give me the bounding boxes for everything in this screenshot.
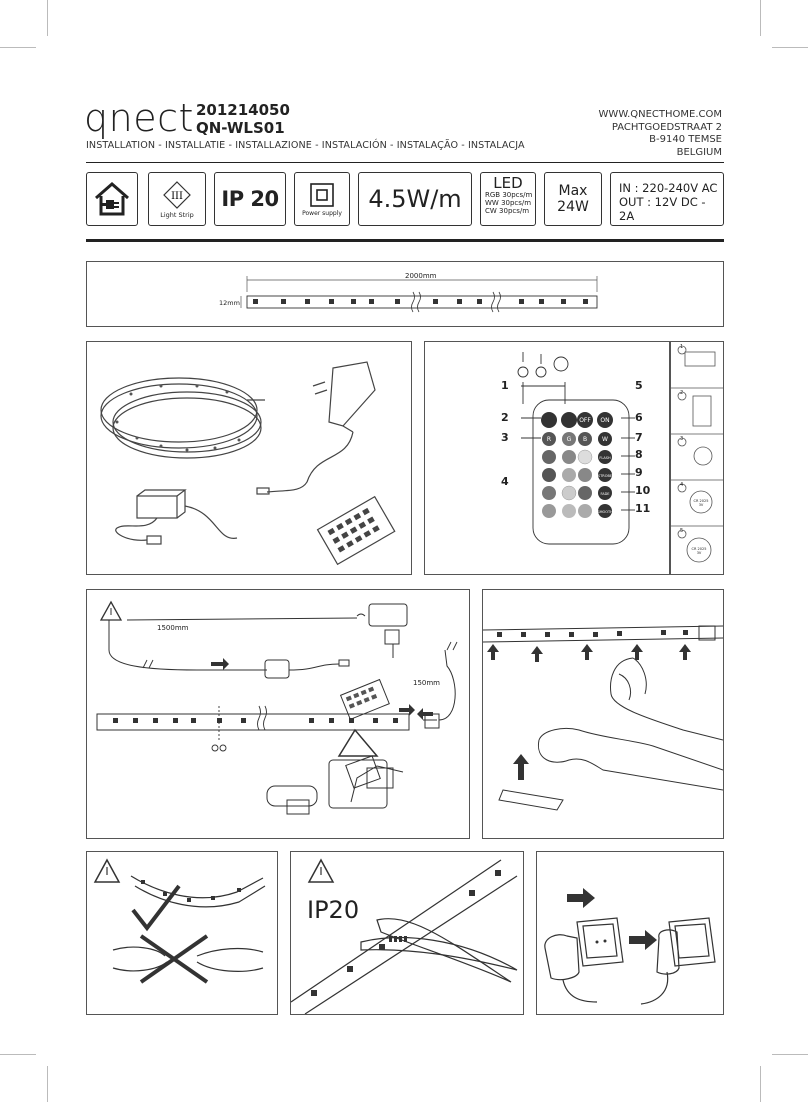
crop-mark: [760, 1066, 761, 1102]
battery-steps-drawing: [671, 345, 723, 563]
callout-number: 7: [635, 431, 643, 444]
header-divider: [86, 162, 724, 163]
strip-length: 2000mm: [405, 272, 437, 280]
remote-drawing: OFF ON R G B W FLASH STROBE FADE SMOOTH: [517, 352, 635, 545]
ip20-label: IP20: [307, 896, 360, 924]
callout-number: 10: [635, 484, 651, 497]
crop-mark: [772, 1054, 808, 1055]
output-voltage: OUT : 12V DC - 2A: [619, 195, 706, 223]
led-line: CW 30pcs/m: [485, 207, 530, 215]
crop-mark: [760, 0, 761, 36]
ip-rating: IP 20: [221, 187, 279, 211]
remote-button-smooth: SMOOTH: [597, 510, 613, 514]
remote-button-flash: FLASH: [599, 456, 611, 460]
callout-number: 8: [635, 448, 643, 461]
step-number: 3: [680, 436, 684, 442]
class-symbol: III: [171, 191, 183, 202]
languages-line: INSTALLATION - INSTALLATIE - INSTALLAZIO…: [86, 140, 525, 151]
class-iii-icon: III: [163, 180, 191, 209]
address-line: B-9140 TEMSE: [649, 134, 722, 146]
brand-logo: qnect: [84, 96, 194, 140]
callout-number: 4: [501, 475, 509, 488]
remote-button-w: W: [602, 436, 608, 443]
battery-label: CR 2025 3V: [693, 499, 709, 507]
led-strip-drawing: [240, 276, 598, 313]
ip20-warning-panel: IP20: [290, 851, 524, 1015]
address-line: BELGIUM: [676, 146, 722, 158]
led-box: LED RGB 30pcs/m WW 30pcs/m CW 30pcs/m: [480, 172, 536, 226]
power-supply-label: Power supply: [302, 209, 342, 217]
power-supply-box: Power supply: [294, 172, 350, 226]
specs-divider: [86, 239, 724, 242]
remote-button-fade: FADE: [601, 492, 610, 496]
ip-rating-box: IP 20: [214, 172, 286, 226]
callout-number: 1: [501, 379, 509, 392]
double-insulation-icon: [310, 182, 334, 207]
crop-mark: [772, 47, 808, 48]
cable-length-150: 150mm: [413, 679, 440, 687]
wiring-panel: 1500mm 150mm: [86, 589, 470, 839]
address-line: PACHTGOEDSTRAAT 2: [611, 121, 722, 133]
callout-number: 9: [635, 466, 643, 479]
company-address: WWW.QNECTHOME.COM PACHTGOEDSTRAAT 2 B-91…: [599, 109, 722, 159]
package-contents-panel: [86, 341, 412, 575]
product-codes: 201214050 QN-WLS01: [196, 101, 290, 137]
plug-in-drawing: [544, 888, 716, 1005]
plug-in-panel: [536, 851, 724, 1015]
input-voltage: IN : 220-240V AC: [619, 181, 718, 195]
step-number: 2: [680, 390, 684, 396]
step-number: 4: [680, 482, 684, 488]
model-number: QN-WLS01: [196, 119, 285, 137]
house-plug-icon: [95, 182, 129, 216]
crop-mark: [0, 47, 36, 48]
class-label: Light Strip: [160, 210, 194, 219]
max-value: 24W: [557, 199, 589, 215]
step-number: 1: [680, 344, 684, 350]
cable-length-1500: 1500mm: [157, 624, 189, 632]
strip-dimension-panel: 2000mm 12mm: [86, 261, 724, 327]
callout-number: 3: [501, 431, 509, 444]
power-per-meter: 4.5W/m: [368, 185, 462, 213]
strip-width: 12mm: [219, 299, 240, 307]
battery-label: CR 2025 3V: [691, 547, 707, 555]
remote-button-on: ON: [600, 417, 609, 424]
crop-mark: [47, 1066, 48, 1102]
led-line: RGB 30pcs/m: [485, 191, 533, 199]
power-box: 4.5W/m: [358, 172, 472, 226]
battery-steps-panel: 1 2 3 4 5 CR 2025 3V CR 2025 3V: [670, 341, 724, 575]
remote-button-strobe: STROBE: [598, 474, 612, 478]
ip20-warning-drawing: [291, 858, 518, 1014]
mounting-drawing: [482, 625, 724, 811]
address-line: WWW.QNECTHOME.COM: [598, 109, 722, 120]
article-number: 201214050: [196, 101, 290, 119]
callout-number: 6: [635, 411, 643, 424]
remote-button-g: G: [567, 436, 572, 443]
remote-legend-panel: OFF ON R G B W FLASH STROBE FADE SMOOTH …: [424, 341, 670, 575]
max-label: Max: [558, 183, 588, 199]
remote-button-off: OFF: [579, 417, 591, 424]
class-iii-box: III Light Strip: [148, 172, 206, 226]
bend-warning-panel: [86, 851, 278, 1015]
indoor-use-box: [86, 172, 138, 226]
step-number: 5: [680, 528, 684, 534]
remote-button-r: R: [547, 436, 551, 443]
callout-number: 11: [635, 502, 651, 515]
callout-number: 5: [635, 379, 643, 392]
wiring-drawing: [96, 600, 458, 815]
voltage-box: IN : 220-240V AC OUT : 12V DC - 2A: [610, 172, 724, 226]
package-contents-drawing: [100, 361, 396, 566]
remote-button-b: B: [583, 436, 587, 443]
max-power-box: Max 24W: [544, 172, 602, 226]
callout-number: 2: [501, 411, 509, 424]
crop-mark: [47, 0, 48, 36]
led-line: WW 30pcs/m: [485, 199, 532, 207]
bend-warning-drawing: [93, 858, 266, 984]
mounting-panel: [482, 589, 724, 839]
crop-mark: [0, 1054, 36, 1055]
led-title: LED: [493, 174, 523, 192]
